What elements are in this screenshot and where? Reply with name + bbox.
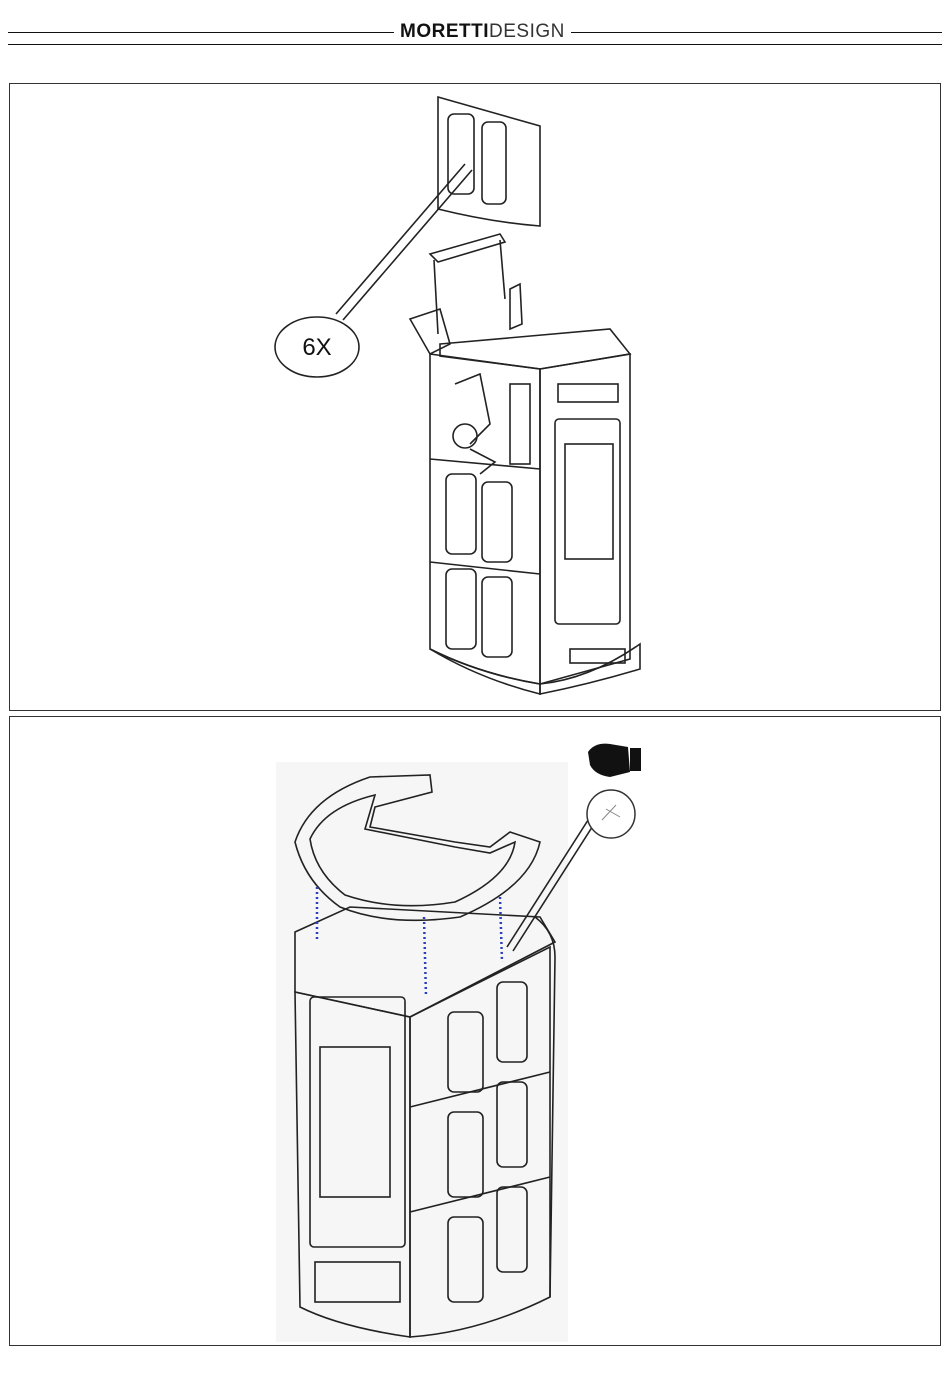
brand-name-light: DESIGN	[489, 21, 565, 42]
brand-logo: MORETTIDESIGN	[394, 20, 571, 44]
figure-panel-2	[9, 716, 941, 1346]
callout-quantity: 6X	[302, 334, 331, 361]
stove-front-body	[540, 354, 630, 684]
figure-panel-1: 6X	[9, 83, 941, 711]
detached-side-tile	[438, 97, 540, 226]
stove-side-panel-diagram: 6X	[10, 84, 940, 710]
hand-grip-icon	[588, 744, 641, 777]
brand-name-bold: MORETTI	[400, 21, 489, 42]
header-rule-bottom	[8, 44, 942, 45]
page-header: MORETTIDESIGN	[0, 0, 950, 60]
screw-detail-icon	[587, 790, 635, 838]
stove-top-cover-diagram	[10, 717, 940, 1345]
